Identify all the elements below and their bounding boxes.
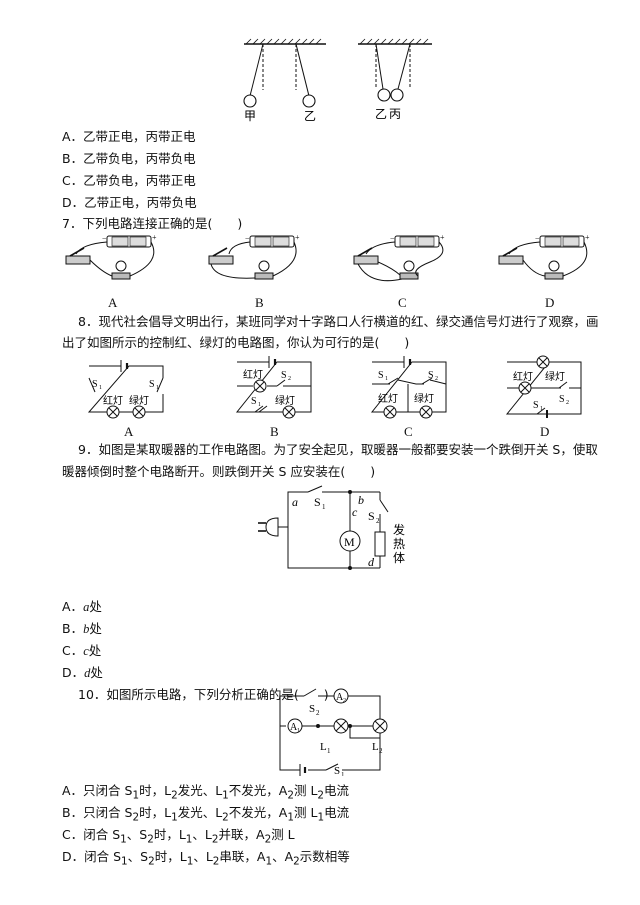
svg-text:−: −: [535, 234, 540, 243]
q7-circuit-a: −+: [65, 233, 157, 280]
q9-point-c: c: [352, 505, 358, 519]
q9-stem-line-1: 9．如图是某取暖器的工作电路图。为了安全起见，取暖器一般都要安装一个跌倒开关 S…: [78, 442, 598, 457]
svg-text:2: 2: [566, 400, 569, 406]
svg-text:+: +: [295, 233, 300, 242]
svg-text:1: 1: [99, 385, 102, 391]
q8-label-d: D: [540, 424, 550, 439]
q9-point-d: d: [368, 555, 375, 569]
svg-text:2: 2: [435, 376, 438, 382]
svg-text:S: S: [92, 379, 98, 390]
svg-text:−: −: [102, 234, 107, 243]
q8d-green-label: 绿灯: [545, 370, 565, 383]
svg-text:S: S: [559, 394, 565, 405]
q8-label-b: B: [270, 424, 279, 439]
svg-text:S: S: [314, 495, 321, 509]
q7-stem: 7．下列电路连接正确的是( ): [62, 216, 243, 231]
svg-text:2: 2: [376, 517, 380, 525]
label-jia: 甲: [244, 109, 256, 123]
svg-text:1: 1: [297, 728, 300, 734]
q10-option-a: A．只闭合 S1时，L2发光、L1不发光，A2测 L2电流: [62, 783, 350, 802]
q7-circuit-d: −+: [498, 233, 590, 280]
q7-label-c: C: [398, 295, 407, 310]
q8-label-a: A: [124, 424, 134, 439]
q6-option-c: C．乙带负电，丙带正电: [62, 173, 196, 188]
svg-text:+: +: [152, 233, 157, 242]
q10-option-b: B．只闭合 S2时，L1发光、L2不发光，A1测 L1电流: [62, 805, 350, 824]
q7-circuit-b: −+: [208, 233, 300, 280]
svg-text:1: 1: [322, 503, 326, 511]
label-yi-2: 乙: [375, 107, 387, 121]
svg-text:A: A: [290, 722, 298, 733]
q8-label-c: C: [404, 424, 413, 439]
svg-text:1: 1: [540, 406, 543, 412]
q8c-green-label: 绿灯: [414, 392, 434, 405]
q6-pendulum-figure: 甲 乙 乙 丙: [243, 38, 432, 123]
svg-text:−: −: [245, 234, 250, 243]
svg-text:S: S: [368, 509, 375, 523]
svg-text:S: S: [428, 370, 434, 381]
svg-text:S: S: [334, 765, 340, 776]
q8d-red-label: 红灯: [513, 370, 533, 383]
svg-text:S: S: [309, 703, 315, 715]
q8-stem-line-2: 出了如图所示的控制红、绿灯的电路图，你认为可行的是( ): [62, 335, 410, 350]
svg-text:2: 2: [343, 698, 346, 704]
q9-option-c: C．c处: [62, 643, 102, 658]
q9-motor-label: M: [344, 535, 355, 549]
q9-heater-char-3: 体: [393, 551, 405, 565]
q9-option-b: B．b处: [62, 621, 102, 636]
q7-label-a: A: [108, 295, 118, 310]
svg-text:1: 1: [156, 385, 159, 391]
svg-text:S: S: [378, 370, 384, 381]
q10-option-d: D．闭合 S1、S2时，L1、L2串联，A1、A2示数相等: [62, 849, 350, 868]
q9-option-a: A．a处: [62, 599, 102, 614]
q9-heater-char-2: 热: [393, 537, 405, 551]
q9-stem-line-2: 暖器倾倒时整个电路断开。则跌倒开关 S 应安装在( ): [62, 464, 376, 479]
q7-label-d: D: [545, 295, 555, 310]
svg-text:S: S: [149, 379, 155, 390]
q8b-green-label: 绿灯: [275, 394, 295, 407]
svg-text:L: L: [320, 741, 327, 753]
q8b-red-label: 红灯: [243, 368, 263, 381]
svg-text:S: S: [281, 370, 287, 381]
svg-text:2: 2: [288, 376, 291, 382]
q9-point-a: a: [292, 495, 298, 509]
q6-option-b: B．乙带负电，丙带负电: [62, 151, 196, 166]
svg-text:A: A: [336, 692, 344, 703]
q6-option-a: A．乙带正电，丙带正电: [62, 129, 196, 144]
svg-text:−: −: [390, 234, 395, 243]
q7-circuit-c: −+: [353, 233, 445, 282]
q10-option-c: C．闭合 S1、S2时，L1、L2并联，A2测 L: [62, 827, 295, 846]
q10-stem: 10．如图所示电路，下列分析正确的是( ): [78, 687, 329, 702]
q8a-green-label: 绿灯: [129, 394, 149, 407]
q8-stem-line-1: 8．现代社会倡导文明出行，某班同学对十字路口人行横道的红、绿交通信号灯进行了观察…: [78, 314, 599, 329]
svg-text:+: +: [440, 233, 445, 242]
q6-option-d: D．乙带正电，丙带负电: [62, 195, 197, 210]
svg-text:S: S: [251, 396, 257, 407]
svg-text:L: L: [372, 741, 379, 753]
svg-text:1: 1: [341, 771, 345, 776]
q9-heater-char-1: 发: [393, 522, 405, 537]
q9-point-b: b: [358, 493, 364, 507]
q8a-red-label: 红灯: [103, 394, 123, 407]
svg-text:1: 1: [385, 376, 388, 382]
q7-label-b: B: [255, 295, 264, 310]
svg-text:+: +: [585, 233, 590, 242]
label-bing: 丙: [389, 107, 401, 121]
q8c-red-label: 红灯: [378, 392, 398, 405]
label-yi: 乙: [304, 109, 316, 123]
svg-text:2: 2: [379, 747, 383, 755]
q9-option-d: D．d处: [62, 665, 103, 680]
svg-text:1: 1: [327, 747, 331, 755]
svg-text:2: 2: [316, 709, 320, 717]
svg-text:1: 1: [258, 402, 261, 408]
svg-text:S: S: [533, 400, 539, 411]
